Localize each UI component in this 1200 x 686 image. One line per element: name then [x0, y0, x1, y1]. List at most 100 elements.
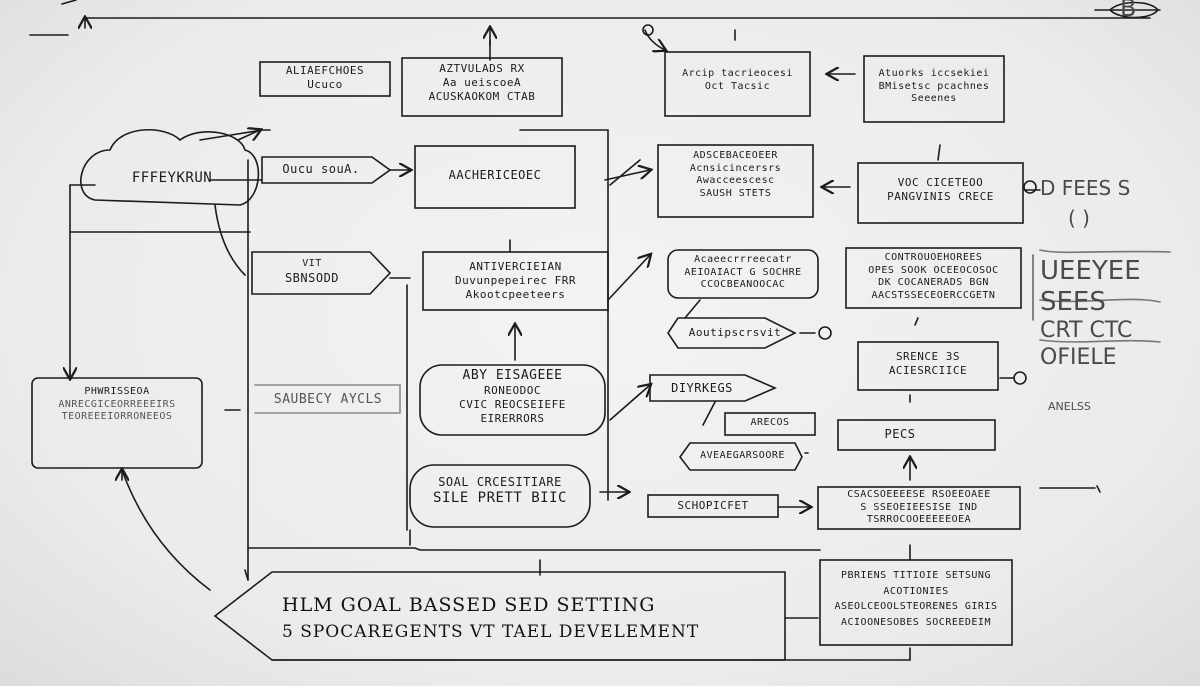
node-n25-line3: TSRROCOOEEEEEOEA — [866, 514, 972, 525]
node-n21: AVEAEGARSOORE — [690, 450, 795, 463]
goal-title: HLM GOAL BASSED SED SETTING 5 SPOCAREGEN… — [282, 594, 782, 643]
node-n14-line1: Aoutipscrsvit — [688, 326, 782, 339]
box-n26 — [819, 559, 1013, 646]
node-n2: AZTVULADS RX Aa ueiscoeA ACUSKAOKOM CTAB — [404, 62, 560, 103]
node-n10-line2: SBNSODD — [284, 270, 340, 285]
node-n12-line2: AEIOAIACT G SOCHRE — [684, 266, 802, 278]
node-n11: ANTIVERCIEIAN Duvunpepeirec FRR Akootcpe… — [425, 260, 606, 301]
scrawl-block-line3: CRT CTC — [1040, 318, 1133, 344]
goal-line1: HLM GOAL BASSED SED SETTING — [282, 594, 656, 616]
box-n19 — [857, 341, 999, 391]
scrawl-block-line4: OFIELE — [1040, 344, 1117, 370]
node-n3: Arcip tacrieocesi Oct Tacsic — [667, 68, 808, 93]
node-n9-line2: PANGVINIS CRECE — [887, 189, 994, 203]
node-n6-line1: Oucu souA. — [282, 162, 360, 176]
node-n24: SCHOPICFET — [650, 499, 776, 513]
node-n19-line2: ACIESRCIICE — [888, 363, 968, 377]
node-n4: Atuorks iccsekiei BMisetsc pcachnes Seee… — [866, 68, 1002, 106]
node-n15-line2: ANRECGICEORREEEIRS — [58, 398, 176, 410]
scrawl-top-right-glyph: B — [1120, 0, 1137, 22]
box-n20 — [724, 412, 816, 436]
node-n26-line3: ASEOLCEOOLSTEORENES GIRIS — [834, 601, 998, 612]
tag-n10 — [251, 251, 392, 295]
box-n2 — [401, 57, 563, 117]
node-n16-line1: SAUBECY AYCLS — [273, 392, 383, 407]
node-n10: VIT SBNSODD — [254, 258, 370, 286]
node-n8-line1: ADSCEBACEOEER — [693, 150, 778, 161]
node-n26-line1: PBRIENS TITIOIE SETSUNG — [841, 570, 991, 581]
node-n20: ARECOS — [727, 417, 813, 430]
node-n9-line1: VOC CICETEOO — [897, 176, 984, 189]
node-n12-line1: Acaeecrrreecatr — [694, 254, 792, 265]
node-n21-line1: AVEAEGARSOORE — [700, 450, 785, 461]
node-n19-line1: SRENCE 3S — [895, 350, 961, 363]
node-n7: AACHERICEOEC — [417, 168, 573, 183]
box-n8 — [657, 144, 814, 218]
node-n8-line2: Acnsicincersrs — [689, 162, 782, 174]
tag-n14 — [667, 317, 797, 349]
node-n1: ALIAEFCHOES Ucuco — [262, 64, 388, 92]
node-n17-line3: CVIC REOCSEIEFE — [459, 398, 566, 411]
node-n11-line1: ANTIVERCIEIAN — [469, 260, 562, 273]
node-n1-line1: ALIAEFCHOES — [285, 64, 365, 77]
node-n19: SRENCE 3S ACIESRCIICE — [860, 350, 996, 378]
scrawl-right-top: D FEES S — [1040, 176, 1131, 200]
node-n17: ABY EISAGEEE RONEODOC CVIC REOCSEIEFE EI… — [422, 368, 603, 426]
node-n23: SOAL CRCESITIARE SILE PRETT BIIC — [412, 475, 588, 508]
box-n4 — [863, 55, 1005, 123]
scrawl-right-block: UEEYEE SEES CRT CTC OFIELE — [1040, 256, 1141, 371]
node-n14: Aoutipscrsvit — [680, 326, 790, 340]
box-n22 — [837, 419, 996, 451]
node-n2-line1: AZTVULADS RX — [439, 62, 525, 75]
node-n15-line1: PHWRISSEOA — [84, 386, 150, 397]
node-n4-line3: Seeenes — [911, 93, 957, 104]
node-n26-line4: ACIOONESOBES SOCREEDEIM — [841, 616, 991, 628]
node-n11-line3: Akootcpeeteers — [465, 287, 566, 301]
box-n17 — [419, 364, 606, 436]
scrawl-right-paren: ( ) — [1068, 206, 1090, 230]
node-n12: Acaeecrrreecatr AEIOAIACT G SOCHRE CCOCB… — [670, 254, 816, 292]
node-n18-line1: DIYRKEGS — [671, 381, 733, 395]
node-n8-line4: SAUSH STETS — [699, 187, 772, 199]
node-n8-line3: Awacceescesc — [696, 175, 775, 186]
node-n13-line2: OPES SOOK OCEEOCOSOC — [868, 264, 999, 276]
box-n7 — [414, 145, 576, 209]
node-n12-line3: CCOCBEANOOCAC — [700, 279, 786, 290]
node-n13: CONTROUOEHOREES OPES SOOK OCEEOCOSOC DK … — [848, 252, 1019, 302]
box-n24 — [647, 494, 779, 518]
node-n5: FFFEYKRUN — [92, 170, 252, 188]
node-n24-line1: SCHOPICFET — [677, 499, 749, 512]
goal-line2: 5 SPOCAREGENTS VT TAEL DEVELEMENT — [282, 621, 700, 642]
node-n8: ADSCEBACEOEER Acnsicincersrs Awacceesces… — [660, 150, 811, 200]
cloud-n5 — [80, 129, 260, 206]
node-n13-line1: CONTROUOEHOREES — [884, 252, 983, 263]
box-n12 — [667, 249, 819, 299]
box-n9 — [857, 162, 1024, 224]
scrawl-block-line1: UEEYEE — [1040, 256, 1141, 286]
tag-n21 — [679, 442, 803, 471]
node-n10-line1: VIT — [302, 258, 322, 269]
node-n16: SAUBECY AYCLS — [258, 392, 398, 408]
box-n1 — [259, 61, 391, 97]
node-n26: PBRIENS TITIOIE SETSUNG ACOTIONIES ASEOL… — [822, 568, 1010, 630]
node-n4-line2: BMisetsc pcachnes — [878, 80, 990, 92]
node-n13-line4: AACSTSSECEOERCCGETN — [871, 289, 996, 301]
node-n2-line3: ACUSKAOKOM CTAB — [428, 89, 536, 103]
node-n17-line2: RONEODOC — [484, 384, 541, 398]
node-n13-line3: DK COCANERADS BGN — [878, 277, 989, 288]
node-n6: Oucu souA. — [266, 162, 376, 177]
node-n23-line1: SOAL CRCESITIARE — [438, 475, 562, 489]
node-n22-line1: PECS — [884, 427, 916, 441]
scrawl-block-line2: SEES — [1040, 287, 1106, 318]
node-n17-line1: ABY EISAGEEE — [462, 368, 563, 383]
node-n25-line1: CSACSOEEEESE RSOEEOAEE — [847, 489, 991, 500]
node-n15: PHWRISSEOA ANRECGICEORREEEIRS TEOREEEIOR… — [34, 386, 200, 424]
node-n3-line1: Arcip tacrieocesi — [682, 68, 793, 79]
node-n18: DIYRKEGS — [652, 381, 752, 396]
node-n4-line1: Atuorks iccsekiei — [878, 68, 990, 79]
node-n1-line2: Ucuco — [307, 77, 343, 91]
node-n25-line2: S SSEOEIEESISE IND — [860, 501, 978, 513]
tag-n16 — [254, 384, 401, 414]
